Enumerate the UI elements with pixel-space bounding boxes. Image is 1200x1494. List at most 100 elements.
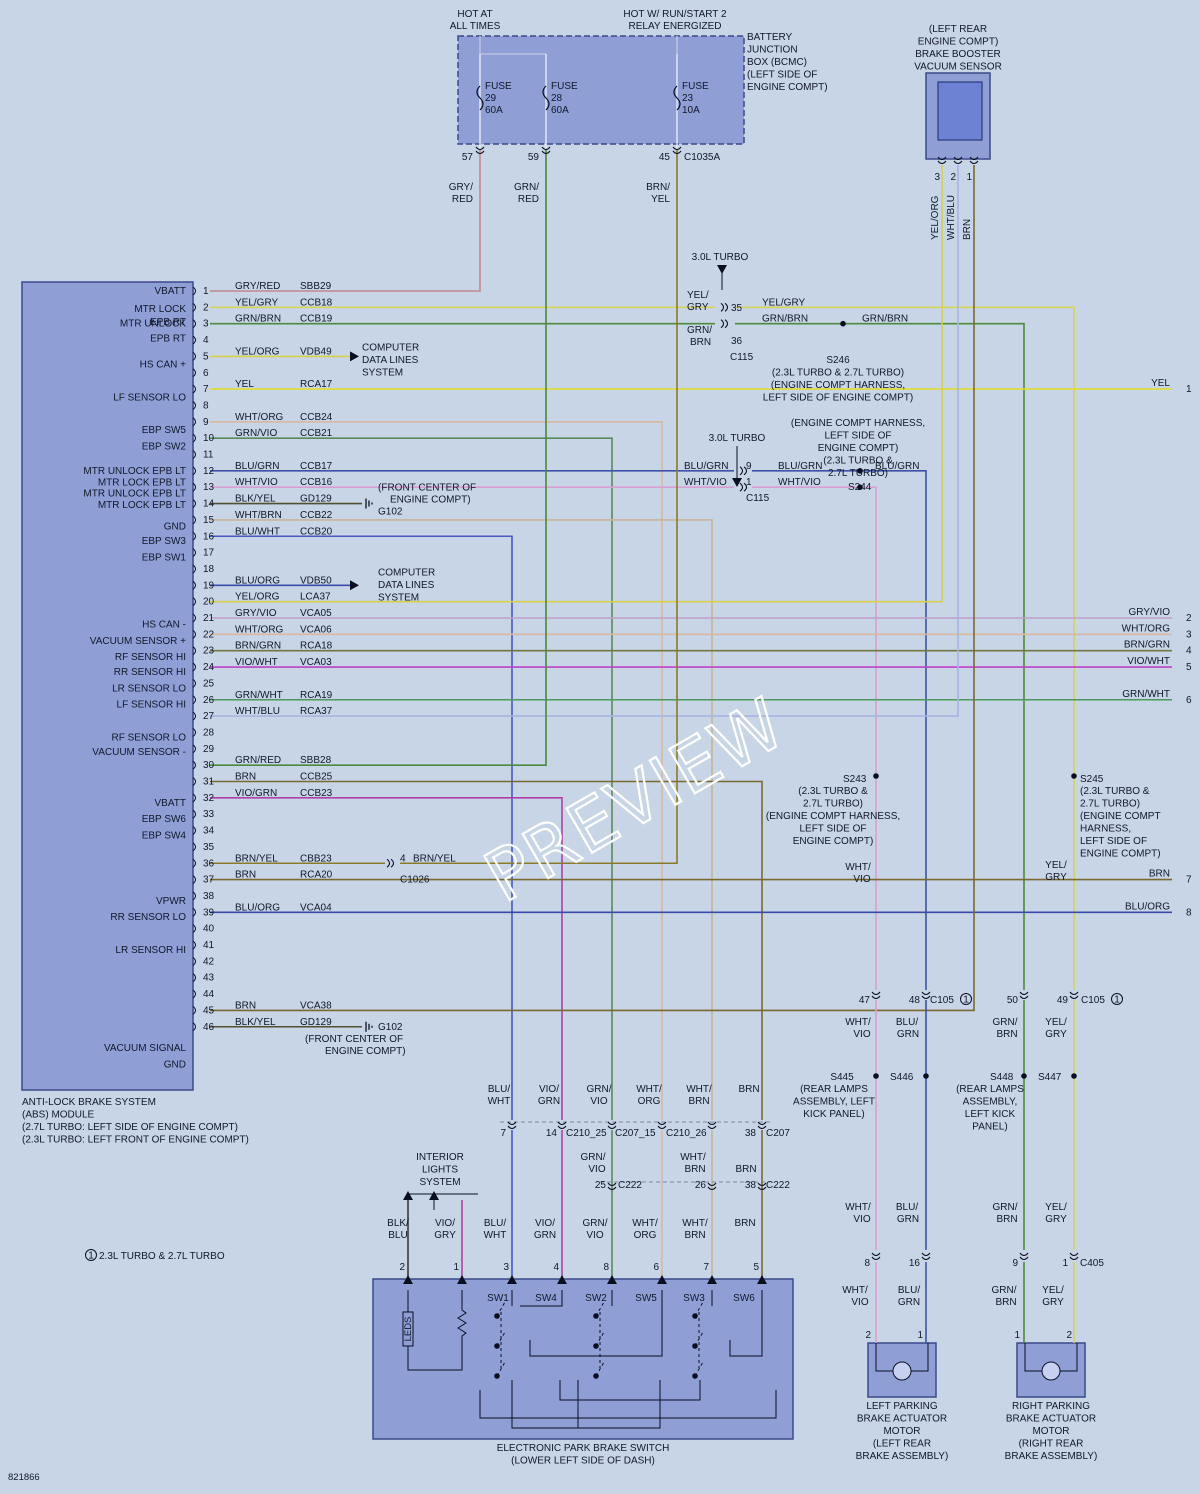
- wire-color: BLU/: [898, 1285, 920, 1296]
- c405-pin: 16: [909, 1258, 921, 1269]
- fuse-label: 28: [551, 93, 563, 104]
- module-pin-label: LF SENSOR LO: [113, 392, 186, 403]
- module-pin-mark: [192, 335, 196, 345]
- module-pin-mark: [192, 760, 196, 770]
- bcm-hot-label: HOT AT: [457, 9, 492, 20]
- wire-color: WHT/VIO: [778, 477, 821, 488]
- data-line-arrow-icon: [350, 351, 359, 362]
- splice-s244: [857, 484, 863, 491]
- edge-wire-color: BRN: [1149, 869, 1170, 880]
- module-pin-number: 10: [203, 433, 215, 444]
- motor-label: BRAKE ASSEMBLY): [856, 1451, 949, 1462]
- edge-wire-color: BLU/ORG: [1125, 901, 1170, 912]
- splice-s446: [923, 1073, 929, 1079]
- circuit-color: GRN/WHT: [235, 690, 283, 701]
- module-pin-number: 26: [203, 695, 215, 706]
- c1026-pin: 4: [400, 853, 406, 864]
- wire-color: BLU/: [488, 1084, 510, 1095]
- module-pin-label: LR SENSOR HI: [115, 945, 186, 956]
- module-pin-label: RF SENSOR HI: [115, 652, 186, 663]
- module-pin-number: 46: [203, 1022, 215, 1033]
- c115-mark: [739, 466, 748, 476]
- wire-pin-32: [210, 797, 563, 1120]
- s246-label: S246: [826, 355, 850, 366]
- module-pin-mark: [192, 891, 196, 901]
- turbo-arrow-icon: [717, 265, 727, 274]
- module-pin-mark: [192, 809, 196, 819]
- wire-pin-1: [210, 150, 481, 292]
- wire-color: BLK/: [387, 1218, 409, 1229]
- module-pin-label: HS CAN +: [140, 360, 187, 371]
- contact-dot: [593, 1373, 599, 1379]
- fuse-icon: [673, 85, 681, 111]
- sensor-pin: 1: [966, 172, 972, 183]
- module-pin-label: EBP SW2: [142, 441, 187, 452]
- circuit-color: YEL: [235, 379, 254, 390]
- circuit-color: YEL/ORG: [235, 346, 280, 357]
- s246-label: (ENGINE COMPT HARNESS,: [771, 380, 905, 391]
- module-pin-mark: [192, 695, 196, 705]
- s448-label: PANEL): [972, 1122, 1007, 1133]
- edge-reference: 3: [1186, 629, 1192, 640]
- wire-color: YEL/: [687, 290, 709, 301]
- module-pin-label: VACUUM SENSOR +: [90, 636, 186, 647]
- circuit-color: BRN/YEL: [235, 853, 278, 864]
- module-pin-mark: [192, 989, 196, 999]
- module-pin-number: 34: [203, 826, 215, 837]
- switch-label: SW1: [487, 1293, 509, 1304]
- s245-label: HARNESS,: [1080, 824, 1131, 835]
- wire-color: WHT/: [680, 1152, 706, 1163]
- module-pin-label: EBP SW4: [142, 830, 187, 841]
- wire-color: GRY/: [449, 182, 473, 193]
- contact-dot: [692, 1313, 698, 1319]
- module-pin-mark: [192, 417, 196, 427]
- module-pin-mark: [192, 515, 196, 525]
- splice-s243: [873, 773, 879, 779]
- module-pin-mark: [192, 580, 196, 590]
- module-pin-mark: [192, 384, 196, 394]
- module-pin-mark: [192, 924, 196, 934]
- ground-icon: [365, 498, 373, 509]
- module-pin-mark: [192, 1022, 196, 1032]
- footnote-circle-icon: [85, 1249, 97, 1261]
- module-pin-mark: [192, 433, 196, 443]
- module-pin-mark: [192, 858, 196, 868]
- edge-wire-color: BRN/GRN: [1124, 640, 1170, 651]
- circuit-id: GD129: [300, 494, 332, 505]
- edge-wire-color: YEL: [1151, 378, 1170, 389]
- footnote-number: 1: [88, 1251, 94, 1262]
- s447-label: S447: [1038, 1072, 1062, 1083]
- circuit-id: RCA18: [300, 641, 333, 652]
- data-line-arrow-icon: [350, 580, 359, 591]
- switch-internal: [559, 1380, 701, 1401]
- interior-label: LIGHTS: [422, 1165, 458, 1176]
- s245-label: S245: [1080, 774, 1104, 785]
- fuse-label: 60A: [485, 105, 503, 116]
- wire-color: RED: [452, 194, 473, 205]
- turbo-arrow-icon: [732, 478, 742, 487]
- wire-color: GRY: [434, 1230, 456, 1241]
- module-pin-mark: [192, 744, 196, 754]
- c207-mark: [607, 1121, 617, 1130]
- module-pin-mark: [192, 401, 196, 410]
- bcm-box-label: JUNCTION: [747, 45, 798, 56]
- motor-icon: [1041, 1361, 1061, 1381]
- wire-color: WHT/: [842, 1285, 868, 1296]
- variant-label: 3.0L TURBO: [709, 433, 766, 444]
- module-pin-mark: [192, 499, 196, 508]
- switch-internal: [479, 1390, 777, 1419]
- module-pin-mark: [192, 548, 196, 557]
- fuse-label: FUSE: [551, 81, 578, 92]
- bcm-hot-label: ALL TIMES: [450, 21, 501, 32]
- wire-color: YEL/: [1042, 1285, 1064, 1296]
- c207-mark: [557, 1121, 567, 1130]
- footnote-circle-icon: [1111, 993, 1123, 1005]
- motor-label: BRAKE ASSEMBLY): [1005, 1451, 1098, 1462]
- module-pin-number: 32: [203, 793, 215, 804]
- c222-label: C222: [766, 1180, 790, 1191]
- motor-pin: 2: [865, 1330, 871, 1341]
- sensor-label: BRAKE BOOSTER: [915, 49, 1001, 60]
- wire-color: GRN/: [514, 182, 539, 193]
- module-pin-number: 28: [203, 727, 215, 738]
- switch-pin: 8: [603, 1262, 609, 1273]
